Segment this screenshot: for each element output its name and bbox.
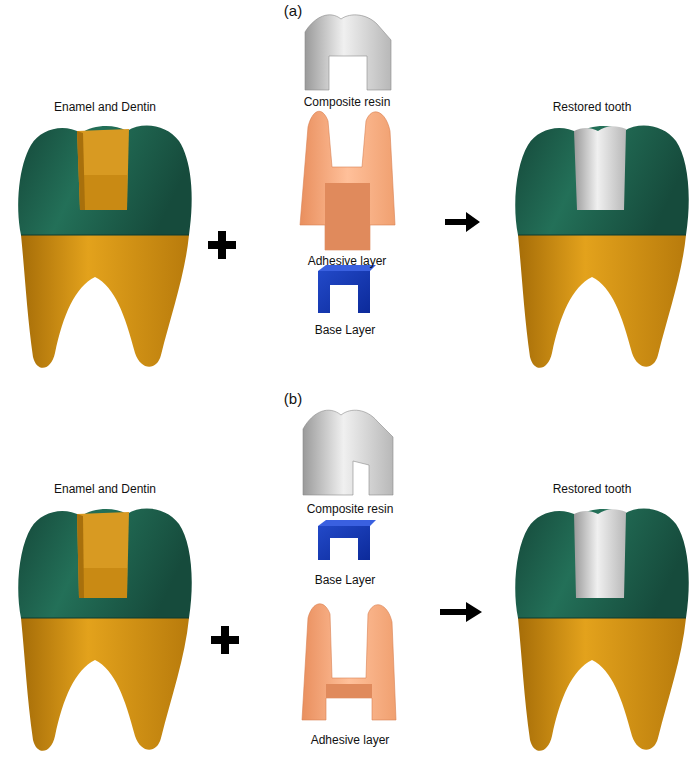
restored-tooth <box>515 126 689 368</box>
part-label: Restored tooth <box>553 100 632 114</box>
arrow-shape <box>445 212 480 232</box>
cavity-floor <box>79 568 127 598</box>
cavity-shadow <box>77 514 84 598</box>
cavity-floor <box>80 175 127 210</box>
tooth-body <box>515 509 689 751</box>
plus-bar <box>218 231 226 259</box>
tooth-body <box>515 126 689 368</box>
part-label: Restored tooth <box>553 482 632 496</box>
plus-sign <box>211 626 239 654</box>
plus-bar <box>221 626 229 654</box>
composite-resin-part <box>303 410 393 495</box>
base-layer-part <box>318 265 376 313</box>
restoration-fill <box>574 126 626 210</box>
part-label: Enamel and Dentin <box>54 482 156 496</box>
panel-label: (b) <box>284 392 302 406</box>
composite-shape <box>305 15 391 90</box>
part-label: Adhesive layer <box>311 733 390 747</box>
cavity-shadow <box>77 131 85 210</box>
adhesive-shape <box>302 604 396 720</box>
part-label: Base Layer <box>315 573 376 587</box>
restoration-fill <box>574 509 626 598</box>
tooth-body <box>18 126 192 368</box>
plus-sign <box>208 231 236 259</box>
tooth-with-cavity <box>18 126 192 368</box>
part-label: Composite resin <box>304 95 391 109</box>
base-top <box>318 520 376 526</box>
cavity-wall <box>77 129 129 210</box>
tooth-body <box>18 509 192 751</box>
adhesive-step <box>326 684 372 698</box>
base-shape <box>318 526 370 560</box>
result-arrow <box>440 602 482 622</box>
result-arrow <box>445 212 480 232</box>
adhesive-layer-part <box>302 604 396 720</box>
adhesive-shape <box>300 111 395 250</box>
restored-tooth <box>515 509 689 751</box>
part-label: Adhesive layer <box>308 254 387 268</box>
base-shape <box>318 271 370 313</box>
arrow-shape <box>440 602 482 622</box>
adhesive-box <box>325 183 370 250</box>
part-label: Composite resin <box>307 502 394 516</box>
composite-shape <box>303 410 393 495</box>
cavity-wall <box>77 512 129 598</box>
adhesive-layer-part <box>300 111 395 250</box>
part-label: Enamel and Dentin <box>54 100 156 114</box>
composite-resin-part <box>305 15 391 90</box>
base-layer-part <box>318 520 376 560</box>
tooth-with-cavity <box>18 509 192 751</box>
part-label: Base Layer <box>315 323 376 337</box>
panel-label: (a) <box>284 4 302 18</box>
